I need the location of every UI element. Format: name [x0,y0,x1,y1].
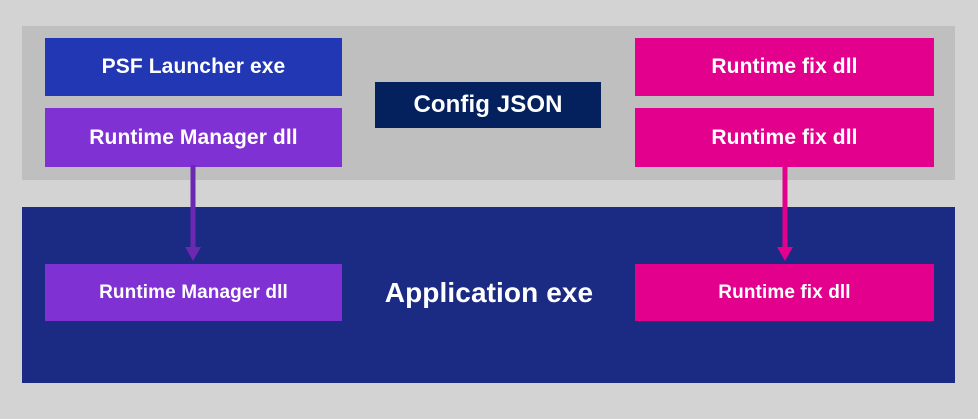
application-exe-title: Application exe [384,276,594,308]
runtime-fix-dll-box-1[interactable]: Runtime fix dll [635,38,934,96]
psf-launcher-exe-box[interactable]: PSF Launcher exe [45,38,342,96]
runtime-manager-dll-box-bottom[interactable]: Runtime Manager dll [45,264,342,321]
runtime-fix-dll-box-3[interactable]: Runtime fix dll [635,264,934,321]
runtime-manager-dll-box-top[interactable]: Runtime Manager dll [45,108,342,167]
runtime-fix-dll-box-2[interactable]: Runtime fix dll [635,108,934,167]
config-json-box[interactable]: Config JSON [375,82,601,128]
